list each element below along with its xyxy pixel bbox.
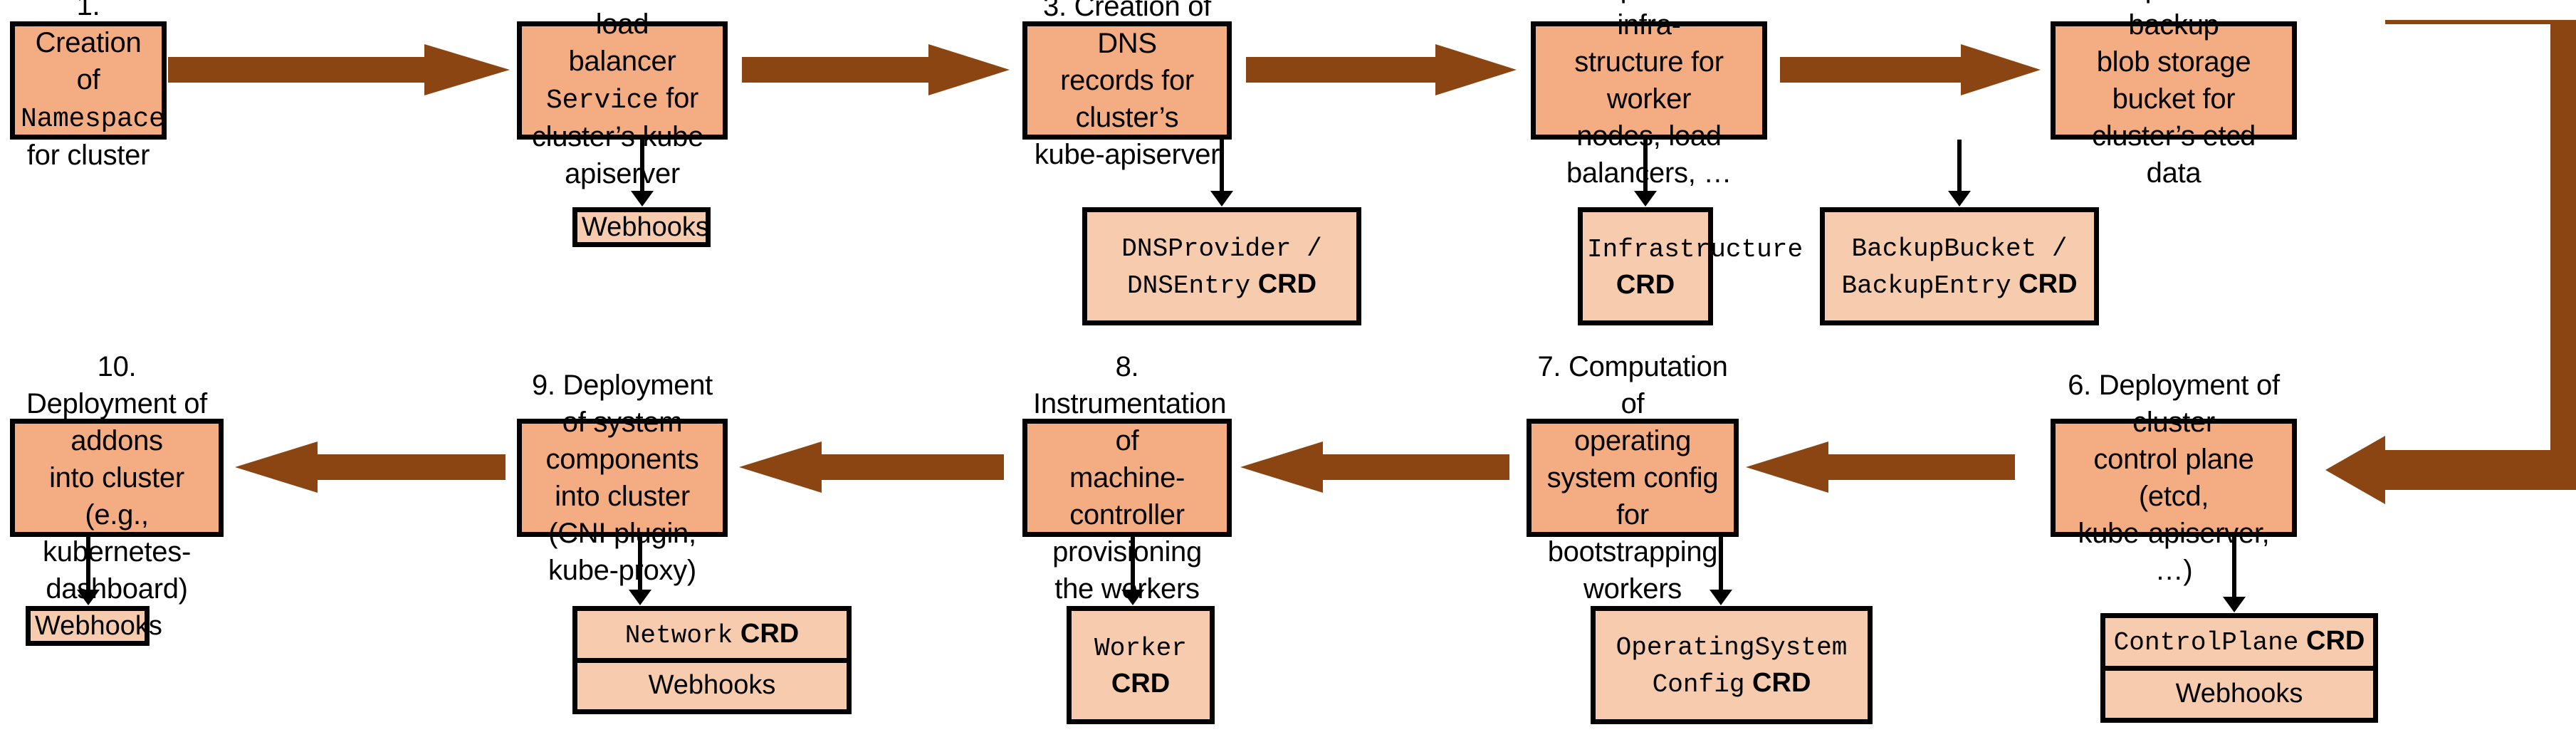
artifact-cell-webhooks-step6[interactable]: Webhooks bbox=[2105, 665, 2373, 718]
flow-arrow-2-3 bbox=[742, 44, 1010, 95]
artifact-box-dnsprovider-crd[interactable]: DNSProvider /DNSEntry CRD bbox=[1082, 207, 1361, 325]
flow-arrow-3-4 bbox=[1246, 44, 1517, 95]
step-box-4[interactable]: 4. Preparation of infra-structure for wo… bbox=[1531, 0, 1767, 189]
artifact-cell-webhooks-step9-label: Webhooks bbox=[648, 670, 776, 701]
artifact-box-dnsprovider-crd-label: DNSProvider /DNSEntry CRD bbox=[1121, 234, 1322, 301]
flow-arrow-1-2 bbox=[168, 44, 510, 95]
artifact-cell-controlplane-crd-label: ControlPlane CRD bbox=[2113, 626, 2365, 658]
artifact-box-webhooks-step2[interactable]: Webhooks bbox=[572, 207, 711, 247]
artifact-cell-network-crd[interactable]: Network CRD bbox=[577, 611, 847, 658]
artifact-box-backupbucket-crd-label: BackupBucket /BackupEntry CRD bbox=[1841, 234, 2078, 301]
flow-arrow-7-8 bbox=[1240, 441, 1509, 493]
artifact-stack-controlplane-crd[interactable]: ControlPlane CRD Webhooks bbox=[2100, 613, 2378, 723]
flow-arrow-5-6-elbow bbox=[2300, 20, 2576, 504]
artifact-cell-controlplane-crd[interactable]: ControlPlane CRD bbox=[2105, 618, 2373, 666]
flow-arrow-4-5 bbox=[1780, 44, 2041, 95]
artifact-stack-network-crd[interactable]: Network CRD Webhooks bbox=[572, 606, 852, 714]
artifact-cell-network-crd-label: Network CRD bbox=[624, 618, 800, 650]
flow-arrow-6-7 bbox=[1746, 441, 2015, 493]
step-box-4-label: 4. Preparation of infra-structure for wo… bbox=[1546, 0, 1753, 189]
artifact-box-webhooks-step2-label: Webhooks bbox=[582, 211, 709, 242]
artifact-box-webhooks-step10[interactable]: Webhooks bbox=[26, 606, 162, 646]
flow-arrow-8-9 bbox=[739, 441, 1004, 493]
artifact-box-webhooks-step10-label: Webhooks bbox=[35, 610, 162, 641]
artifact-cell-webhooks-step6-label: Webhooks bbox=[2175, 678, 2303, 709]
artifact-cell-webhooks-step9[interactable]: Webhooks bbox=[577, 657, 847, 709]
artifact-box-backupbucket-crd[interactable]: BackupBucket /BackupEntry CRD bbox=[1820, 207, 2099, 325]
flow-arrow-9-10 bbox=[235, 441, 506, 493]
